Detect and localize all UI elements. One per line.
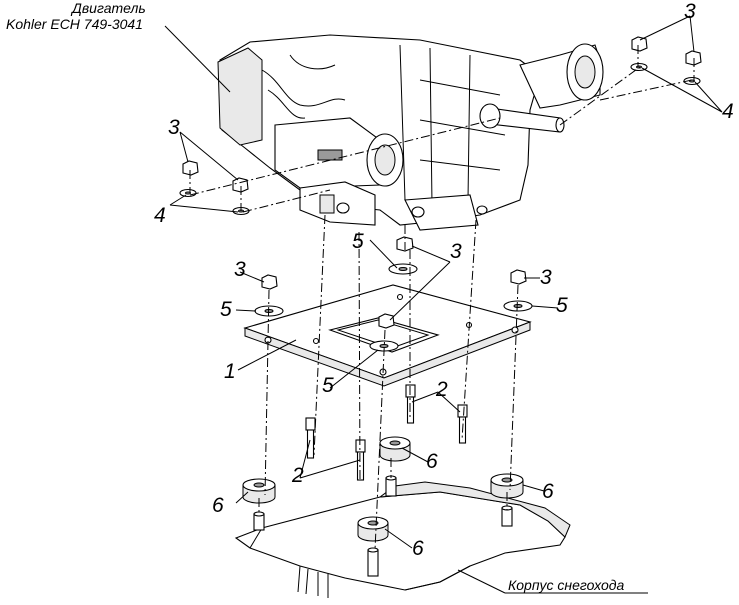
callout-4-right: 4 <box>722 100 734 123</box>
callout-2-right: 2 <box>435 378 448 401</box>
engine-caption-line1: Двигатель <box>70 0 146 16</box>
callout-6-center: 6 <box>426 450 438 473</box>
snowmobile-housing <box>234 475 571 598</box>
callout-1-plate: 1 <box>224 360 236 383</box>
callout-6-left: 6 <box>212 494 224 517</box>
washer-upper <box>388 263 418 275</box>
mounting-plate <box>243 284 532 387</box>
callout-5-center: 5 <box>322 374 334 397</box>
callout-6-bottom: 6 <box>412 537 424 560</box>
nuts-3 <box>182 36 702 329</box>
centerlines <box>189 45 695 551</box>
rubber-mount-center-bottom <box>357 516 389 542</box>
engine <box>217 34 604 231</box>
nut-plate-left <box>261 274 278 290</box>
callout-5-right: 5 <box>556 294 568 317</box>
callout-numbers: 3 4 3 4 5 3 3 3 5 5 1 5 2 2 6 6 6 6 <box>154 0 734 560</box>
washer-right <box>503 300 533 312</box>
callout-3-left: 3 <box>168 116 180 139</box>
nut-engine-left-a <box>182 160 199 176</box>
callout-5-top: 5 <box>352 230 364 253</box>
callout-5-left: 5 <box>220 298 232 321</box>
washer-center <box>369 340 399 352</box>
nut-plate-right <box>510 269 527 285</box>
rubber-mounts <box>242 436 524 542</box>
callout-3-top-right: 3 <box>684 0 696 23</box>
callout-3-plate-upper: 3 <box>450 240 462 263</box>
nut-plate-center <box>378 313 395 329</box>
rubber-mount-right <box>490 473 524 499</box>
callout-4-left: 4 <box>154 204 166 227</box>
leader-lines <box>164 15 723 594</box>
rubber-mount-left <box>242 478 276 504</box>
housing-caption: Корпус снегохода <box>508 577 625 593</box>
engine-caption-line2: Kohler ECH 749-3041 <box>6 16 143 32</box>
callout-3-plate-right: 3 <box>540 266 552 289</box>
bolt-2 <box>355 439 366 481</box>
callout-2-left: 2 <box>291 464 304 487</box>
callout-6-right: 6 <box>542 480 554 503</box>
captions: Двигатель Kohler ECH 749-3041 Корпус сне… <box>6 0 625 593</box>
rubber-mount-center-top <box>379 436 411 462</box>
callout-3-plate-left: 3 <box>234 258 246 281</box>
nut-engine-right-a <box>631 36 648 52</box>
